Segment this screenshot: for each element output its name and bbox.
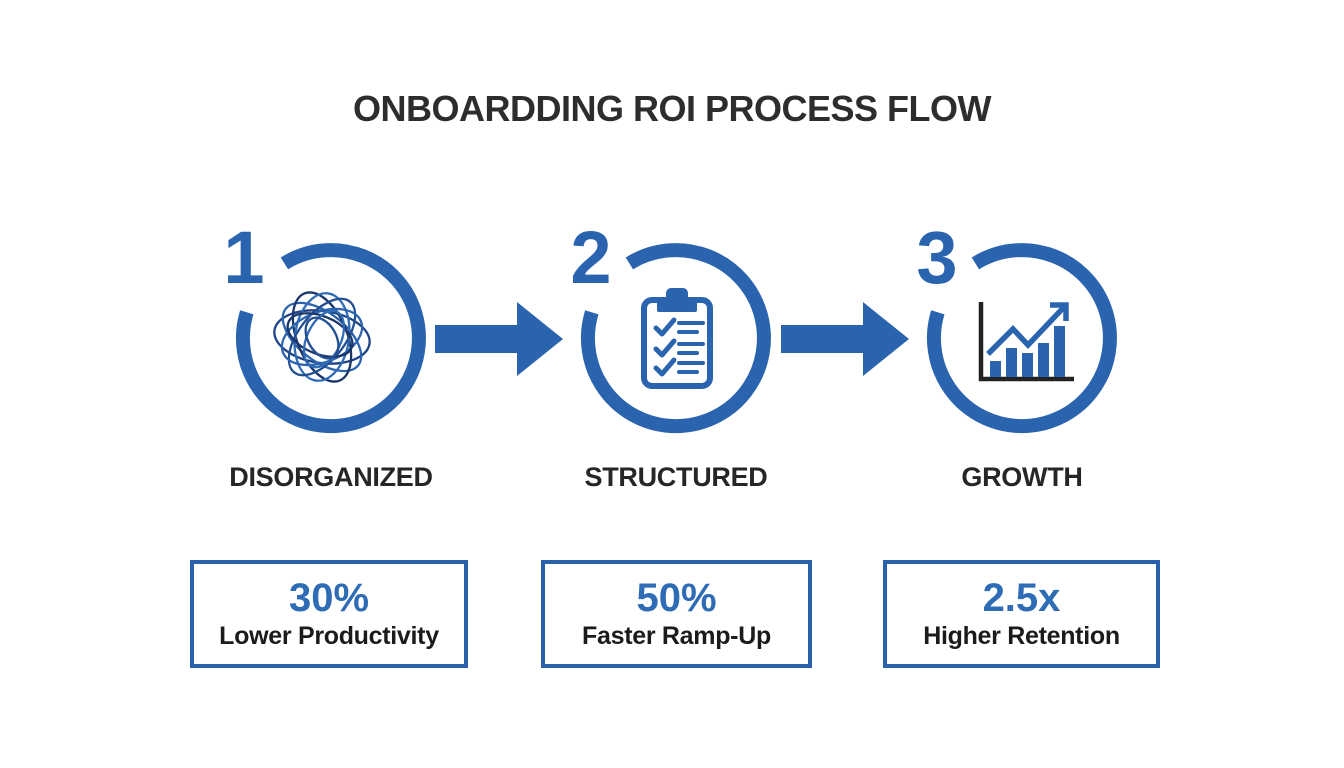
step-1-ring xyxy=(235,243,426,434)
checklist-clipboard-icon xyxy=(641,288,713,389)
tangled-scribble-icon xyxy=(273,291,371,383)
step-3-label: GROWTH xyxy=(961,462,1083,492)
step-2-ring xyxy=(580,243,771,434)
right-arrow-icon xyxy=(435,302,563,376)
step-2-circle: 2 xyxy=(570,216,771,434)
stat-value: 30% xyxy=(288,576,370,620)
stat-label: Higher Retention xyxy=(923,622,1120,650)
step-1-circle: 1 xyxy=(223,216,426,434)
step-3-ring xyxy=(926,243,1117,434)
infographic-title: ONBOARDDING ROI PROCESS FLOW xyxy=(352,88,992,129)
step-1-number: 1 xyxy=(223,216,264,299)
stat-box-growth: 2.5x Higher Retention xyxy=(883,560,1160,668)
step-3-circle: 3 xyxy=(916,216,1117,434)
step-2-number: 2 xyxy=(570,216,611,299)
stat-value: 50% xyxy=(636,576,717,620)
step-1-label: DISORGANIZED xyxy=(229,462,433,492)
stat-box-disorganized: 30% Lower Productivity xyxy=(190,560,468,668)
step-3-number: 3 xyxy=(916,216,957,299)
growth-bar-chart-icon xyxy=(978,302,1074,382)
stat-label: Lower Productivity xyxy=(219,622,439,650)
right-arrow-icon xyxy=(781,302,909,376)
stat-box-structured: 50% Faster Ramp-Up xyxy=(541,560,812,668)
stat-label: Faster Ramp-Up xyxy=(582,622,771,650)
step-2-label: STRUCTURED xyxy=(584,462,768,492)
stat-value: 2.5x xyxy=(982,576,1061,620)
